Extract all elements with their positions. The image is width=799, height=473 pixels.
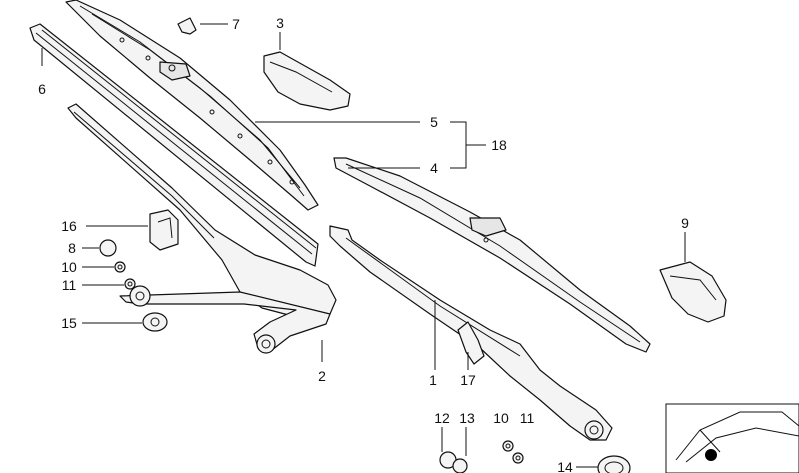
nut-left: [114, 261, 126, 273]
callout-2: 2: [318, 368, 326, 384]
location-dot: [705, 449, 717, 461]
cap-left: [99, 239, 117, 257]
callout-3: 3: [276, 15, 284, 31]
wiper-blade-right: [333, 157, 651, 353]
wiper-arm-left: [67, 103, 337, 354]
callout-18: 18: [491, 137, 507, 153]
callout-8: 8: [68, 240, 76, 256]
callout-15: 15: [61, 315, 77, 331]
callout-12: 12: [434, 410, 450, 426]
wiper-blade-left: [65, 0, 319, 211]
nut-right: [452, 458, 468, 473]
callout-9: 9: [681, 215, 689, 231]
callout-5: 5: [430, 114, 438, 130]
clip-right: [457, 321, 485, 365]
small-clip: [177, 17, 197, 35]
seal-left: [142, 312, 168, 332]
callout-4: 4: [430, 160, 438, 176]
callout-1: 1: [429, 372, 437, 388]
callout-14: 14: [557, 459, 573, 473]
callout-13: 13: [459, 410, 475, 426]
wiper-rubber-strip: [29, 23, 319, 267]
clip-left: [149, 209, 179, 251]
leader-lines: [41, 23, 686, 468]
callout-16: 16: [61, 218, 77, 234]
callout-6: 6: [38, 81, 46, 97]
callout-7: 7: [232, 16, 240, 32]
callout-labels: 1 2 3 4 5 6 7 8 9 10 10 11 11 12 13 14 1…: [38, 15, 689, 473]
vehicle-location-inset: [665, 403, 799, 473]
washer-left: [124, 278, 136, 290]
callout-10-left: 10: [61, 259, 77, 275]
seal-right: [597, 455, 631, 473]
callout-11-left: 11: [62, 277, 77, 293]
cover-cap: [263, 51, 351, 111]
nut-right-small: [502, 440, 514, 452]
callout-11-right: 11: [520, 410, 535, 426]
cover-cap-right: [659, 261, 727, 323]
washer-right: [512, 452, 524, 464]
callout-10-right: 10: [493, 410, 509, 426]
callout-17: 17: [460, 372, 476, 388]
